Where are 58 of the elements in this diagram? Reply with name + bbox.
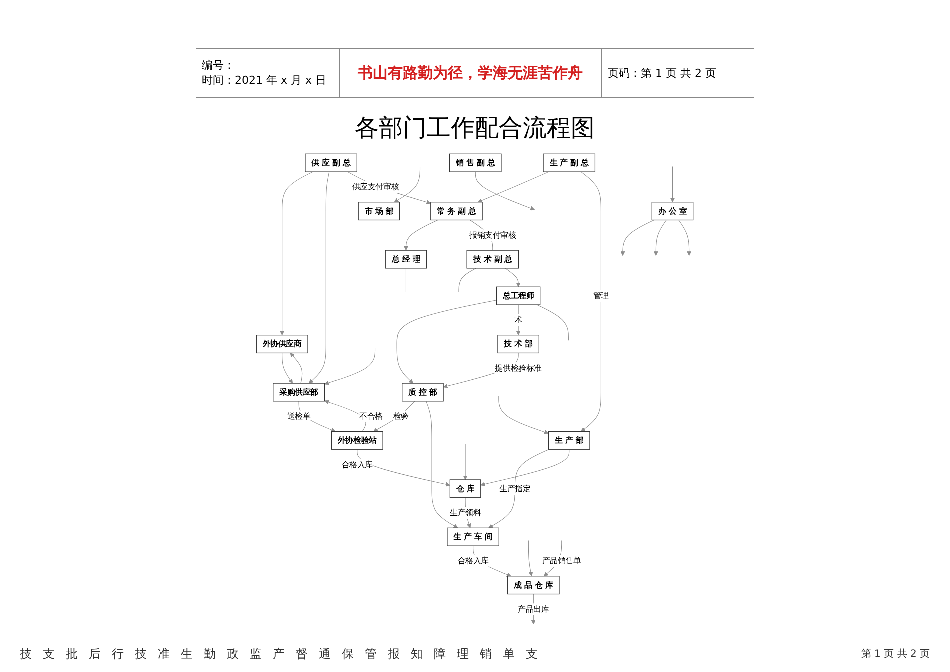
annotation-text: 监 <box>250 646 262 662</box>
arrow <box>678 220 692 256</box>
arrow <box>324 400 366 432</box>
annotation-text: 支 <box>526 646 538 662</box>
arrow <box>475 172 536 211</box>
arrow <box>298 401 336 432</box>
arrow <box>308 172 330 384</box>
annotation-text: 管 <box>365 646 377 662</box>
page-footer-text: 第 1 页 共 2 页 <box>861 648 930 661</box>
annotation-text: 销 <box>480 646 492 662</box>
diagram-title: 各部门工作配合流程图 <box>355 114 595 142</box>
annotation-text: 生 <box>181 646 193 662</box>
annotation-text: 障 <box>434 646 446 662</box>
annotation-text: 保 <box>342 646 354 662</box>
annotation-text: 支 <box>43 646 55 662</box>
arrow <box>463 444 468 480</box>
arrow <box>654 220 667 256</box>
annotation-text: 批 <box>66 646 78 662</box>
arrow <box>426 401 458 528</box>
annotation-text: 准 <box>158 646 170 662</box>
connector <box>536 304 569 341</box>
annotation-text: 政 <box>227 646 239 662</box>
arrow <box>324 348 376 386</box>
arrow <box>373 401 416 432</box>
arrow <box>480 449 570 487</box>
annotation-text: 通 <box>319 646 331 662</box>
annotation-text: 行 <box>112 646 124 662</box>
arrow <box>357 449 450 487</box>
arrow <box>478 172 550 203</box>
annotation-text: 理 <box>457 646 469 662</box>
annotation-text: 报 <box>388 646 400 662</box>
annotation-text: 督 <box>296 646 308 662</box>
motto-text: 书山有路勤为径，学海无涯苦作舟 <box>358 64 583 82</box>
date-label: 时间：2021 年 x 月 x 日 <box>202 73 328 88</box>
arrow <box>282 352 294 384</box>
arrow <box>505 268 521 288</box>
arrow <box>280 172 314 336</box>
annotation-text: 勤 <box>204 646 216 662</box>
arrow <box>498 396 549 434</box>
arrow <box>396 300 498 384</box>
arrow <box>580 172 602 432</box>
annotation-text: 后 <box>89 646 101 662</box>
page-number-text: 页码：第 1 页 共 2 页 <box>608 66 718 80</box>
arrow <box>394 166 421 203</box>
annotation-text: 技 <box>135 646 147 662</box>
annotation-text: 技 <box>20 646 32 662</box>
annotation-text: 知 <box>411 646 423 662</box>
annotation-text: 产 <box>273 646 285 662</box>
connector <box>458 268 477 293</box>
arrow <box>670 166 676 203</box>
arrow <box>348 172 432 205</box>
arrow <box>620 220 655 256</box>
number-label: 编号： <box>202 58 236 73</box>
arrow <box>488 449 550 528</box>
arrow <box>404 220 438 251</box>
arrow <box>290 353 303 384</box>
arrow <box>528 540 534 577</box>
annotation-text: 单 <box>503 646 515 662</box>
